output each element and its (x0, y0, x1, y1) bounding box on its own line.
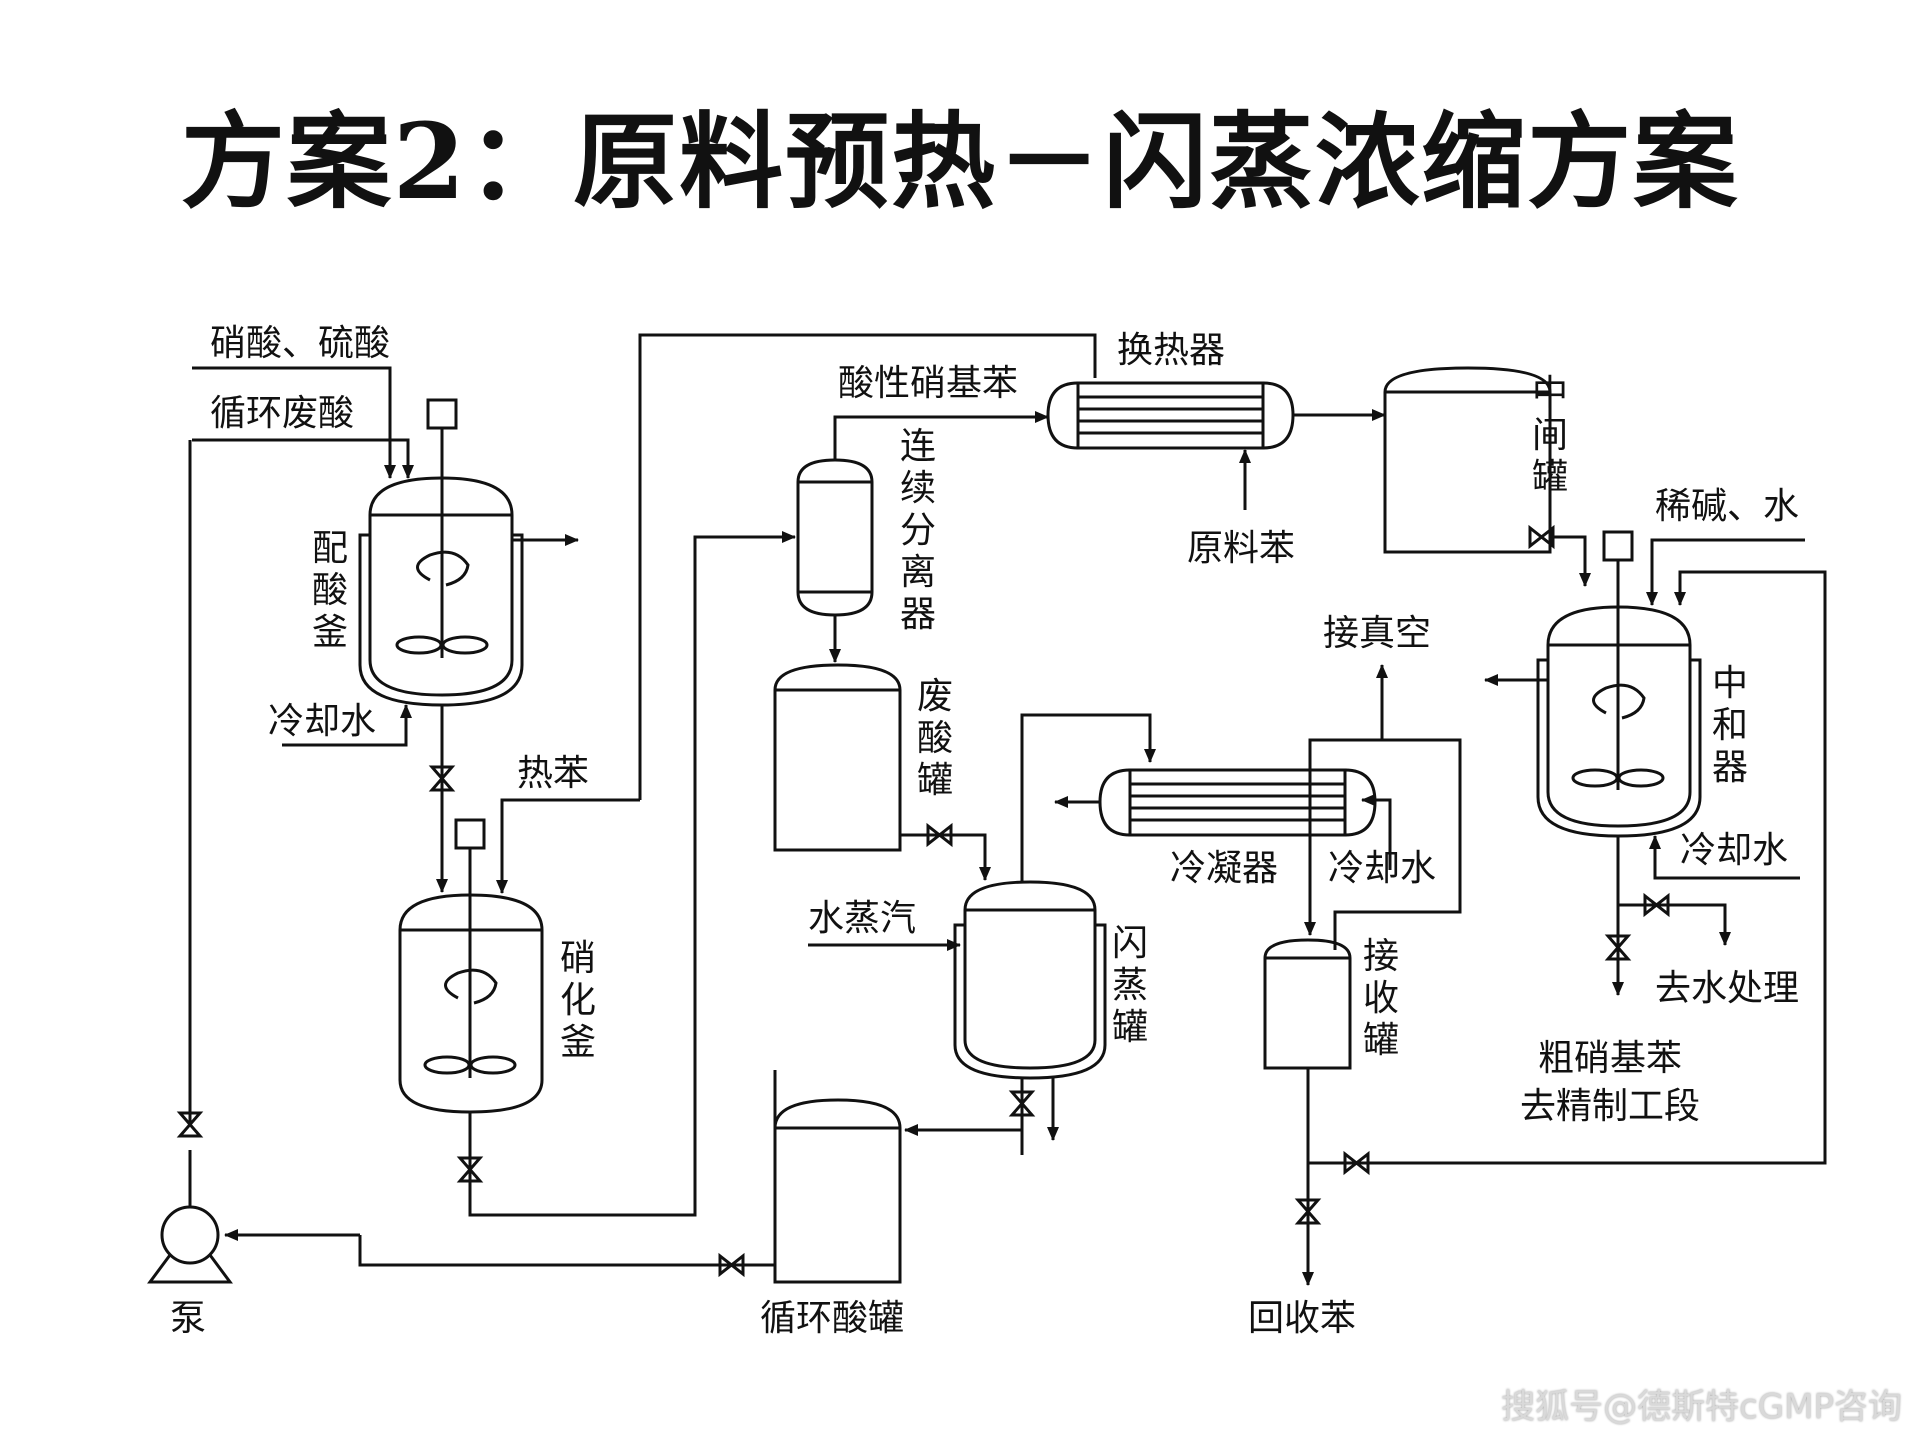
watermark: 搜狐号@德斯特cGMP咨询 (1501, 1387, 1902, 1427)
label-char: 器 (1712, 747, 1748, 788)
label-flash-tank: 闪蒸罐 (1112, 923, 1148, 1048)
valve-icon[interactable] (176, 1111, 204, 1138)
label-to-water-treatment: 去水处理 (1655, 968, 1799, 1009)
label-char: 罐 (1112, 1007, 1148, 1048)
valve-icon[interactable] (1294, 1198, 1322, 1225)
receiver-tank (1263, 938, 1352, 1070)
valve-icon[interactable] (428, 765, 456, 792)
label-heat-exchanger: 换热器 (1117, 330, 1225, 371)
label-char: 闪 (1112, 923, 1148, 964)
page-title: 方案2：原料预热－闪蒸浓缩方案 (180, 100, 1740, 223)
label-dilute-alkali-water: 稀碱、水 (1655, 486, 1799, 527)
label-pump: 泵 (170, 1298, 206, 1339)
acid-mixing-kettle (358, 398, 524, 707)
label-crude-nitrobenzene-1: 粗硝基苯 (1538, 1038, 1682, 1079)
label-continuous-separator: 连续分离器 (900, 426, 936, 635)
label-char: 硝 (560, 938, 596, 979)
label-neutralizer: 中和器 (1712, 663, 1748, 788)
nitration-kettle (398, 818, 544, 1114)
label-recycle-waste-acid: 循环废酸 (210, 393, 354, 434)
label-char: 罐 (917, 760, 953, 801)
valve-icon[interactable] (1604, 934, 1632, 961)
label-char: 化 (560, 980, 596, 1021)
label-nitration-kettle: 硝化釜 (560, 938, 596, 1063)
label-char: 器 (900, 594, 936, 635)
label-char: 和 (1712, 705, 1748, 746)
label-cooling-water-3: 冷却水 (1680, 830, 1788, 871)
valve-icon[interactable] (1528, 524, 1555, 550)
label-char: 续 (900, 468, 936, 509)
valve-icon[interactable] (926, 822, 953, 848)
label-crude-nitrobenzene-2: 去精制工段 (1520, 1086, 1700, 1127)
label-char: 配 (312, 528, 348, 569)
label-intermediate-tank: 中间罐 (1532, 373, 1568, 498)
label-char: 离 (900, 552, 936, 593)
valve-icon[interactable] (718, 1252, 745, 1278)
label-char: 分 (900, 510, 936, 551)
label-char: 收 (1363, 978, 1399, 1019)
label-feed-acids: 硝酸、硫酸 (210, 323, 390, 364)
label-char: 中 (1532, 373, 1568, 414)
label-receiver-tank: 接收罐 (1363, 936, 1399, 1061)
flash-tank (953, 880, 1107, 1080)
intermediate-tank (1383, 366, 1552, 554)
label-char: 中 (1712, 663, 1748, 704)
label-hot-benzene: 热苯 (517, 753, 589, 794)
label-char: 罐 (1532, 457, 1568, 498)
recycle-acid-tank (773, 1098, 902, 1284)
label-char: 釜 (312, 612, 348, 653)
valve-icon[interactable] (456, 1156, 484, 1183)
valve-icon[interactable] (1643, 892, 1670, 918)
label-char: 连 (900, 426, 936, 467)
label-condenser: 冷凝器 (1170, 848, 1278, 889)
label-char: 废 (917, 676, 953, 717)
valve-icon[interactable] (1008, 1090, 1036, 1117)
label-char: 间 (1532, 415, 1568, 456)
label-acidic-nitrobenzene: 酸性硝基苯 (838, 363, 1018, 404)
valve-icon[interactable] (1343, 1150, 1370, 1176)
label-char: 接 (1363, 936, 1399, 977)
label-char: 酸 (917, 718, 953, 759)
label-recycle-acid-tank: 循环酸罐 (760, 1298, 904, 1339)
label-char: 蒸 (1112, 965, 1148, 1006)
label-char: 釜 (560, 1022, 596, 1063)
label-char: 罐 (1363, 1020, 1399, 1061)
label-to-vacuum: 接真空 (1323, 613, 1431, 654)
label-char: 酸 (312, 570, 348, 611)
label-cooling-water-1: 冷却水 (268, 701, 376, 742)
label-raw-benzene: 原料苯 (1187, 528, 1295, 569)
pump (147, 1205, 233, 1284)
heat-exchanger (1046, 381, 1295, 450)
label-steam: 水蒸汽 (808, 898, 916, 939)
label-cooling-water-2: 冷却水 (1328, 848, 1436, 889)
label-recovered-benzene: 回收苯 (1248, 1298, 1356, 1339)
label-waste-acid-tank: 废酸罐 (917, 676, 953, 801)
condenser (1098, 768, 1377, 837)
label-acid-mixing-kettle: 配酸釜 (312, 528, 348, 653)
neutralizer (1536, 530, 1702, 838)
continuous-separator (796, 458, 874, 617)
waste-acid-tank (773, 663, 902, 852)
